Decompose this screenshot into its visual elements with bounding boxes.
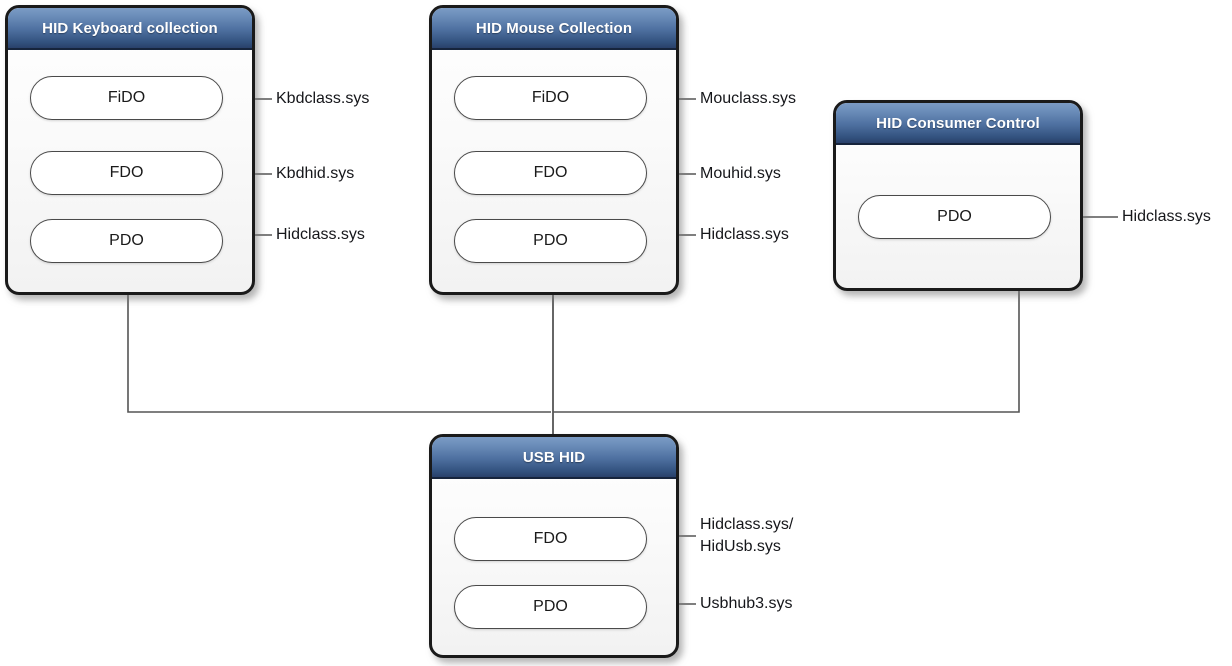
box-body-hid-keyboard-collection: FiDO FDO PDO — [8, 50, 252, 292]
node-label: FiDO — [531, 89, 570, 106]
driver-label-hidclass-mouse: Hidclass.sys — [700, 226, 789, 243]
box-header-hid-keyboard-collection: HID Keyboard collection — [8, 8, 252, 50]
driver-label-kbdclass: Kbdclass.sys — [276, 90, 370, 107]
box-header-hid-mouse-collection: HID Mouse Collection — [432, 8, 676, 50]
node-label: PDO — [109, 232, 144, 249]
node-fdo-usb[interactable]: FDO — [454, 517, 647, 561]
box-header-usb-hid: USB HID — [432, 437, 676, 479]
box-body-hid-consumer-control: PDO — [836, 145, 1080, 288]
driver-label-mouclass: Mouclass.sys — [700, 90, 797, 107]
box-header-hid-consumer-control: HID Consumer Control — [836, 103, 1080, 145]
node-pdo-usb[interactable]: PDO — [454, 585, 647, 629]
node-fido-keyboard[interactable]: FiDO — [30, 76, 223, 120]
node-pdo-keyboard[interactable]: PDO — [30, 219, 223, 263]
box-hid-consumer-control[interactable]: HID Consumer Control PDO — [833, 100, 1083, 291]
node-label: FDO — [533, 164, 568, 181]
box-body-hid-mouse-collection: FiDO FDO PDO — [432, 50, 676, 292]
driver-label-kbdhid: Kbdhid.sys — [276, 165, 355, 182]
node-label: PDO — [937, 208, 972, 225]
box-hid-keyboard-collection[interactable]: HID Keyboard collection FiDO FDO PDO — [5, 5, 255, 295]
box-usb-hid[interactable]: USB HID FDO PDO — [429, 434, 679, 658]
node-pdo-consumer[interactable]: PDO — [858, 195, 1051, 239]
driver-label-usbhub3: Usbhub3.sys — [700, 595, 793, 612]
node-label: FDO — [533, 530, 568, 547]
node-fdo-keyboard[interactable]: FDO — [30, 151, 223, 195]
connector-keyboard-to-usb — [127, 294, 551, 413]
node-fido-mouse[interactable]: FiDO — [454, 76, 647, 120]
node-label: PDO — [533, 598, 568, 615]
driver-label-mouhid: Mouhid.sys — [700, 165, 781, 182]
driver-label-hidclass-hidusb: Hidclass.sys/ HidUsb.sys — [700, 516, 794, 555]
driver-label-hidclass-consumer: Hidclass.sys — [1122, 208, 1211, 225]
connector-consumer-to-usb — [553, 291, 1020, 413]
node-label: FiDO — [107, 89, 146, 106]
node-pdo-mouse[interactable]: PDO — [454, 219, 647, 263]
box-hid-mouse-collection[interactable]: HID Mouse Collection FiDO FDO PDO — [429, 5, 679, 295]
node-label: PDO — [533, 232, 568, 249]
node-fdo-mouse[interactable]: FDO — [454, 151, 647, 195]
node-label: FDO — [109, 164, 144, 181]
box-body-usb-hid: FDO PDO — [432, 479, 676, 655]
driver-label-hidclass-keyboard: Hidclass.sys — [276, 226, 365, 243]
